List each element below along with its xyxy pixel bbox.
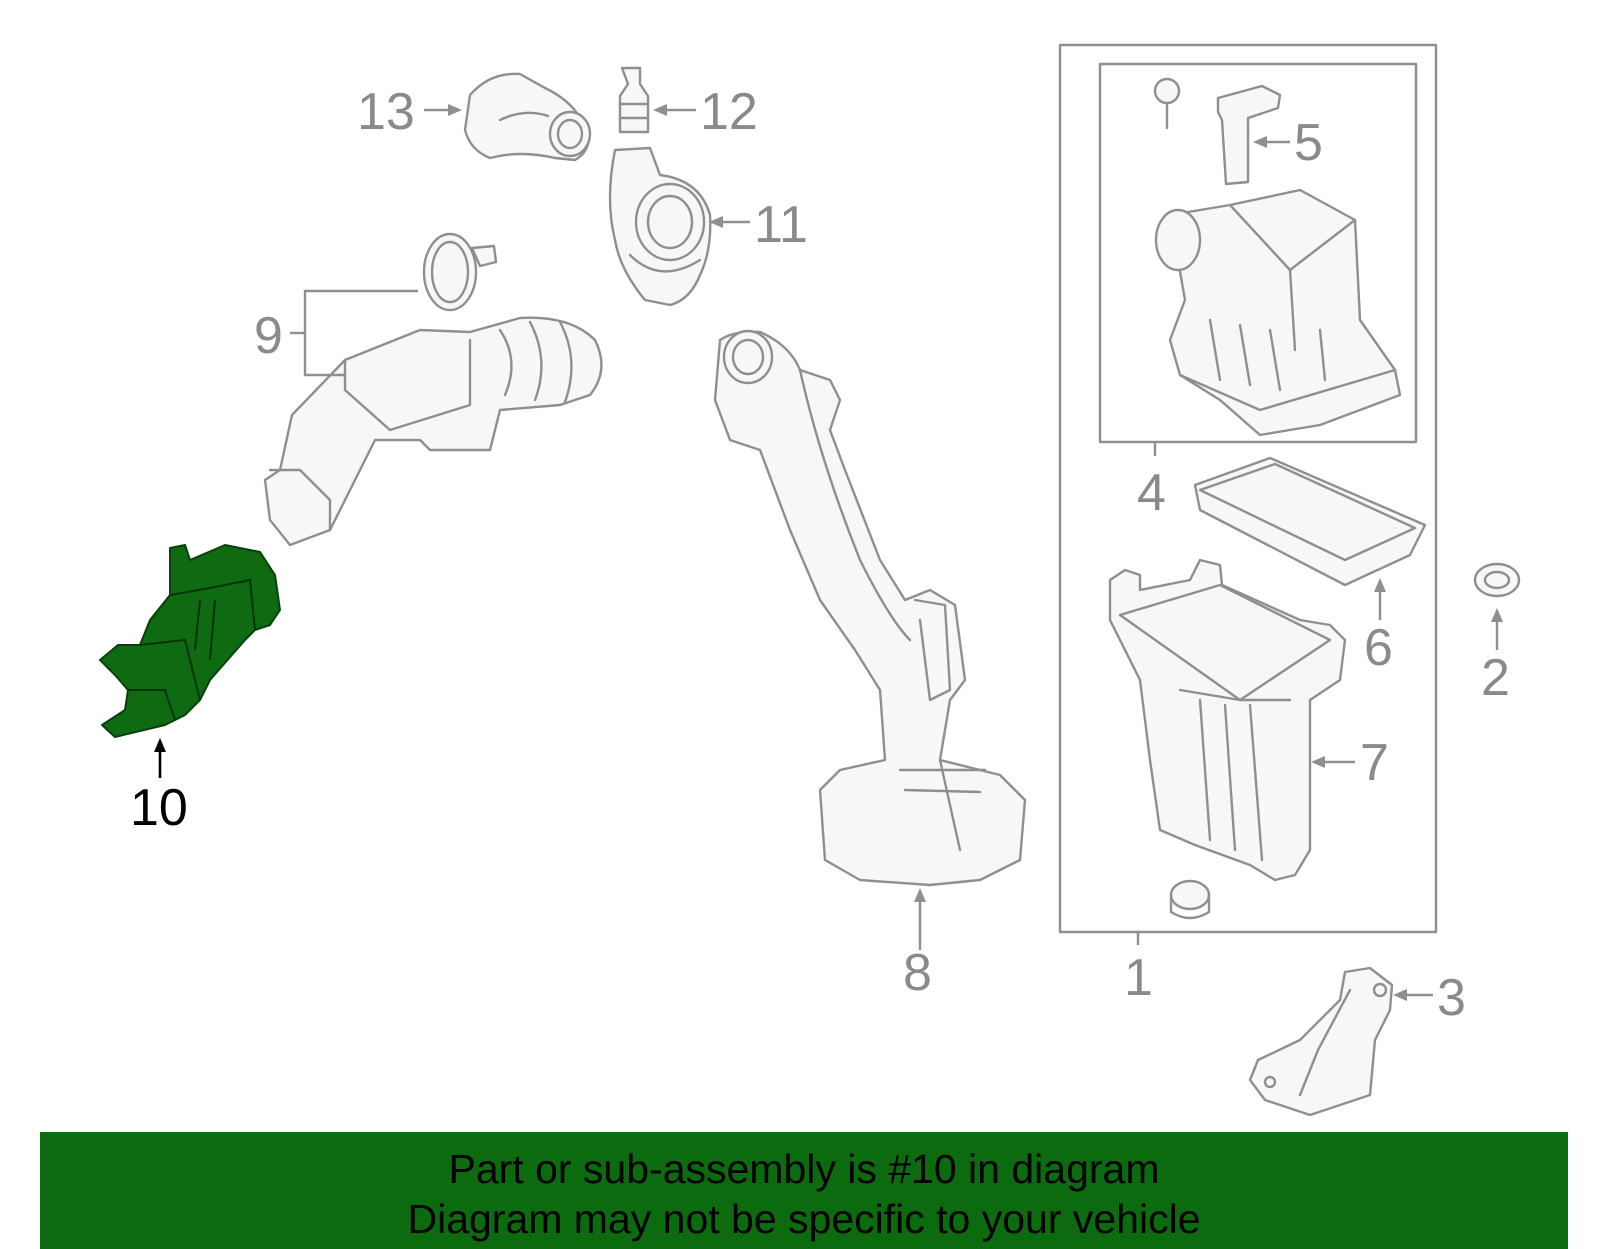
part-13-elbow[interactable] bbox=[463, 72, 592, 162]
callout-12: 12 bbox=[700, 83, 758, 141]
callout-6: 6 bbox=[1364, 619, 1393, 677]
assembly-4-frame bbox=[1098, 62, 1418, 444]
callout-11: 11 bbox=[754, 196, 808, 254]
banner-line-disclaimer: Diagram may not be specific to your vehi… bbox=[407, 1196, 1201, 1242]
part-11-sensor-housing[interactable] bbox=[608, 146, 712, 307]
info-banner: Part or sub-assembly is #10 in diagram D… bbox=[40, 1132, 1568, 1249]
callout-10[interactable]: 10 bbox=[130, 779, 188, 837]
callout-5: 5 bbox=[1294, 114, 1323, 172]
callout-13: 13 bbox=[357, 83, 415, 141]
part-3-bracket[interactable] bbox=[1248, 966, 1394, 1117]
banner-line-part: Part or sub-assembly is #10 in diagram bbox=[448, 1146, 1160, 1192]
part-6-filter[interactable] bbox=[1193, 456, 1427, 587]
callout-9: 9 bbox=[254, 307, 283, 365]
callout-1: 1 bbox=[1124, 949, 1153, 1007]
part-10-air-duct-highlighted[interactable] bbox=[99, 544, 281, 738]
callout-7: 7 bbox=[1360, 734, 1389, 792]
callout-4: 4 bbox=[1137, 464, 1166, 522]
callout-2: 2 bbox=[1481, 649, 1510, 707]
callout-8: 8 bbox=[903, 944, 932, 1002]
part-4-upper-housing[interactable] bbox=[1154, 188, 1402, 437]
assembly-1-frame bbox=[1058, 43, 1438, 934]
part-7-lower-housing[interactable] bbox=[1108, 558, 1347, 920]
part-12-clip[interactable] bbox=[618, 66, 650, 134]
callout-3: 3 bbox=[1437, 969, 1466, 1027]
part-9-intake-duct[interactable] bbox=[263, 232, 603, 547]
part-2-grommet[interactable] bbox=[1473, 562, 1521, 598]
part-8-resonator[interactable] bbox=[713, 329, 1027, 887]
part-5-sensor[interactable] bbox=[1153, 77, 1282, 186]
